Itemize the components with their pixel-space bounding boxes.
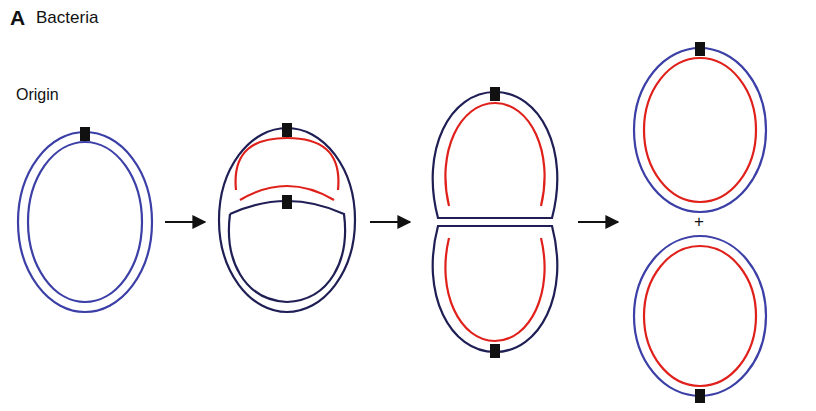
- plus-sign: +: [694, 213, 704, 232]
- step-arrow: [165, 221, 205, 223]
- theta-intermediate: [219, 123, 355, 312]
- panel-letter: A: [10, 6, 25, 29]
- new-strand: [445, 103, 544, 206]
- outer-parental-strand: [219, 128, 355, 312]
- dividing-chromosomes: [433, 87, 558, 358]
- origin-marker: [490, 344, 500, 358]
- lower-parental-strand: [433, 226, 558, 352]
- origin-marker: [282, 195, 292, 209]
- parental-strand: [634, 236, 766, 396]
- origin-marker: [695, 42, 705, 56]
- step-arrow: [578, 221, 618, 223]
- origin-marker: [80, 127, 90, 141]
- new-strand: [445, 238, 544, 341]
- parental-chromosome: [18, 127, 152, 312]
- step-arrow: [370, 221, 410, 223]
- inner-parental-strand: [229, 201, 345, 302]
- parental-strand: [634, 48, 766, 212]
- origin-marker: [695, 389, 705, 403]
- daughter-chromosomes: [634, 42, 766, 403]
- new-strand: [236, 138, 339, 190]
- new-strand: [644, 58, 756, 202]
- origin-marker: [490, 87, 500, 101]
- upper-parental-strand: [433, 92, 558, 218]
- panel-title: Bacteria: [36, 9, 98, 28]
- new-strand: [644, 246, 756, 386]
- outer-strand: [18, 132, 152, 312]
- inner-strand: [28, 142, 142, 302]
- origin-marker: [282, 123, 292, 137]
- origin-label: Origin: [16, 86, 59, 104]
